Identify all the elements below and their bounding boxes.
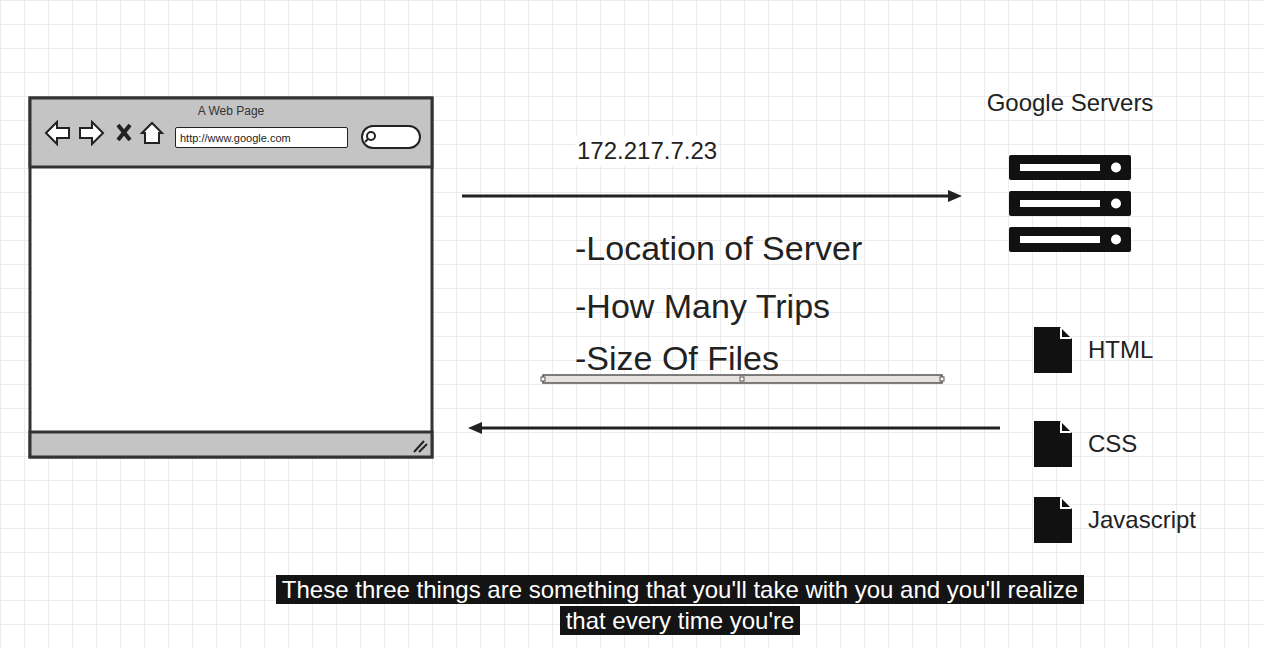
server-led [1111, 163, 1121, 173]
url-text: http://www.google.com [180, 132, 291, 144]
window-title: A Web Page [30, 98, 432, 118]
ip-address: 172.217.7.23 [575, 136, 719, 166]
server-slot [1020, 236, 1100, 243]
flow-arrow [462, 190, 962, 202]
arrow-line [480, 427, 1000, 430]
resize-mark [414, 441, 424, 452]
selection-handle [740, 377, 744, 381]
server-unit [1009, 191, 1131, 216]
file-node: CSS [1034, 421, 1137, 467]
stop-icon [118, 125, 130, 140]
flow-arrow [468, 422, 1000, 434]
server-heading: Google Servers [970, 88, 1170, 118]
search-box [362, 126, 420, 148]
search-icon [367, 132, 375, 140]
browser-statusbar [30, 432, 432, 457]
file-icon [1034, 421, 1072, 467]
server-led [1111, 235, 1121, 245]
search-icon [365, 139, 368, 142]
forward-icon [80, 122, 103, 144]
selection-handle [940, 377, 944, 381]
file-icon [1034, 497, 1072, 543]
server-slot [1020, 164, 1100, 171]
back-icon [46, 122, 69, 144]
file-fold [1061, 328, 1071, 338]
file-node: HTML [1034, 327, 1153, 373]
file-icon [1034, 327, 1072, 373]
file-name: Javascript [1088, 505, 1196, 535]
server-group: Google Servers [970, 88, 1170, 252]
file-shape [1034, 497, 1072, 543]
arrow-head [948, 190, 962, 202]
server-led [1111, 199, 1121, 209]
subtitle-text: These three things are something that yo… [276, 575, 1084, 635]
file-name: HTML [1088, 335, 1153, 365]
arrow-head [468, 422, 482, 434]
browser-window: A Web Page http://www.google.com [30, 98, 432, 457]
file-node: Javascript [1034, 497, 1196, 543]
subtitle-box: These three things are something that yo… [270, 574, 1090, 636]
file-fold [1061, 422, 1071, 432]
note-text: -Size Of Files [575, 338, 779, 378]
stop-icon [118, 125, 130, 140]
file-shape [1034, 327, 1072, 373]
home-icon [142, 123, 162, 143]
server-icon [1008, 155, 1132, 252]
file-shape [1034, 421, 1072, 467]
file-name: CSS [1088, 429, 1137, 459]
file-fold [1061, 498, 1071, 508]
server-slot [1020, 200, 1100, 207]
address-bar: http://www.google.com [175, 127, 348, 148]
resize-mark [419, 444, 427, 452]
browser-frame [30, 98, 432, 457]
server-unit [1009, 155, 1131, 180]
arrow-line [462, 195, 950, 198]
browser-toolbar [30, 98, 432, 167]
selection-handle [541, 377, 545, 381]
server-unit [1009, 227, 1131, 252]
note-text: -Location of Server [575, 228, 862, 268]
note-text: -How Many Trips [575, 286, 830, 326]
